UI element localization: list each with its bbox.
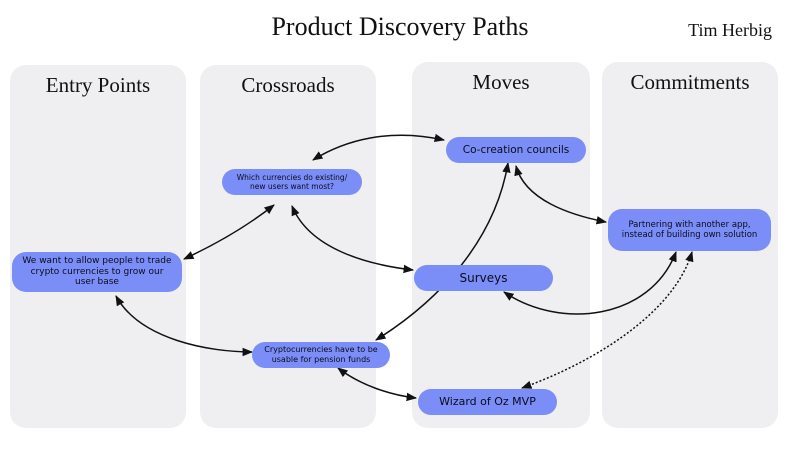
node-move-cocreation-label: Co-creation councils <box>462 143 570 156</box>
node-crossroad-pension: Cryptocurrencies have to be usable for p… <box>252 342 390 368</box>
column-title-moves: Moves <box>472 70 530 94</box>
node-crossroad-pension-label: Cryptocurrencies have to be usable for p… <box>264 345 378 364</box>
node-move-surveys-label: Surveys <box>459 270 508 285</box>
column-crossroads: Crossroads <box>200 65 376 428</box>
diagram-title: Product Discovery Paths <box>271 12 529 41</box>
node-entry-crypto: We want to allow people to trade crypto … <box>12 252 182 292</box>
column-entry-points: Entry Points <box>10 65 186 428</box>
node-move-wizard: Wizard of Oz MVP <box>418 389 557 415</box>
node-move-cocreation: Co-creation councils <box>446 137 586 163</box>
node-crossroad-currencies-label: Which currencies do existing/ new users … <box>236 173 348 191</box>
node-move-wizard-label: Wizard of Oz MVP <box>439 395 536 409</box>
node-commit-partnering: Partnering with another app, instead of … <box>608 209 771 251</box>
author-name: Tim Herbig <box>688 20 772 40</box>
column-title-entry-points: Entry Points <box>45 73 151 97</box>
node-commit-partnering-label: Partnering with another app, instead of … <box>621 219 758 240</box>
column-title-commitments: Commitments <box>630 70 750 94</box>
node-move-surveys: Surveys <box>414 265 553 291</box>
node-entry-crypto-label: We want to allow people to trade crypto … <box>22 255 172 288</box>
column-moves: Moves <box>412 62 590 428</box>
column-title-crossroads: Crossroads <box>241 73 335 97</box>
node-crossroad-currencies: Which currencies do existing/ new users … <box>222 169 362 195</box>
